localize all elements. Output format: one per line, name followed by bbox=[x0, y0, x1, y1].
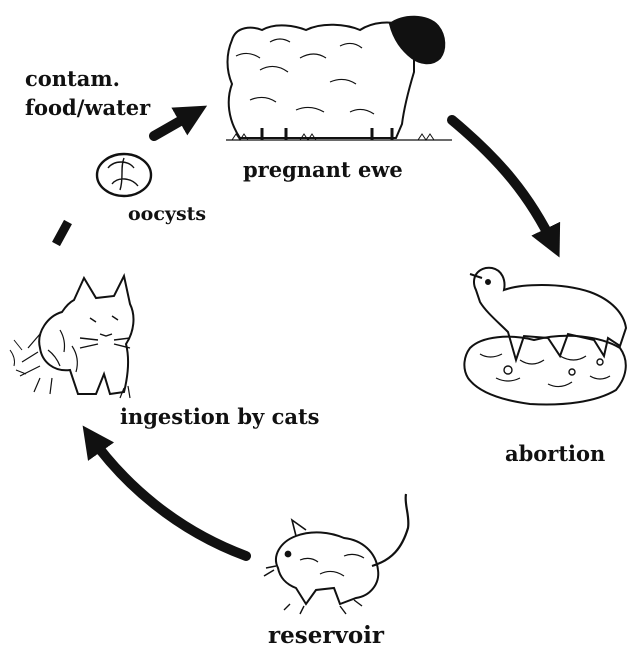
cat-icon bbox=[10, 276, 133, 398]
contam-food-water-label: contam. food/water bbox=[25, 64, 150, 122]
contam-line-1: contam. bbox=[25, 64, 150, 93]
rodent-icon bbox=[264, 494, 408, 614]
arrow-to-ewe bbox=[154, 112, 196, 136]
reservoir-label: reservoir bbox=[268, 622, 384, 649]
contam-line-2: food/water bbox=[25, 93, 150, 122]
arrow-to-cats bbox=[90, 436, 246, 556]
sheep-icon bbox=[226, 17, 452, 140]
abortion-label: abortion bbox=[505, 441, 605, 466]
dash-oocysts-lower bbox=[56, 222, 68, 244]
ingestion-by-cats-label: ingestion by cats bbox=[120, 404, 320, 429]
pregnant-ewe-label: pregnant ewe bbox=[243, 157, 403, 182]
oocysts-label: oocysts bbox=[128, 203, 206, 225]
cycle-arrows bbox=[56, 112, 554, 612]
aborted-lamb-icon bbox=[464, 268, 626, 405]
oocyst-icon bbox=[97, 154, 151, 196]
arrow-to-abortion bbox=[452, 120, 554, 246]
